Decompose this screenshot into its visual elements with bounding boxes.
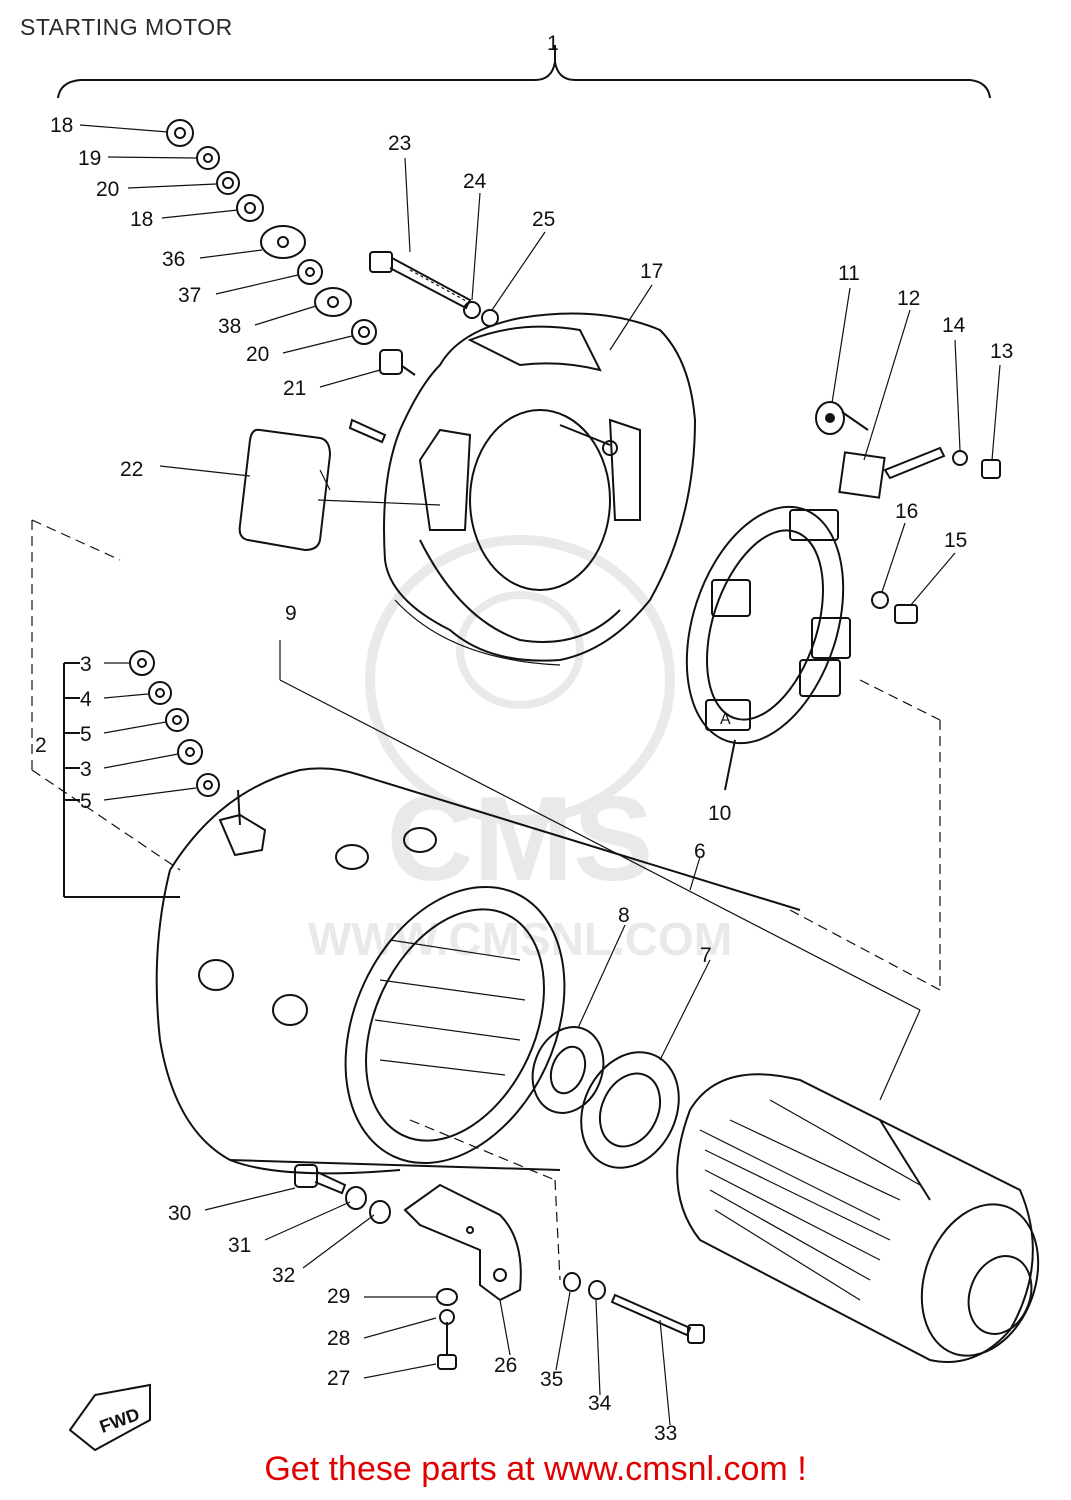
callouts: 1 18 19 20 18 36 37 38 20 21 22 23 24 25… [35,32,1013,1445]
callout-37: 37 [178,284,201,307]
page-title: STARTING MOTOR [20,14,233,40]
callout-8: 8 [618,904,630,927]
mount-bracket-26 [403,1183,522,1302]
bearing-8 [531,1026,605,1114]
through-bolt-23 [369,251,499,327]
callout-22: 22 [120,458,143,481]
callout-36: 36 [162,248,185,271]
bolt-27-stack [436,1288,458,1370]
callout-3-second: 3 [80,758,92,781]
callout-27: 27 [327,1367,350,1390]
callout-20-top: 20 [96,178,119,201]
callout-31: 31 [228,1234,251,1257]
rear-housing [383,312,697,666]
terminal-fastener-stack [166,119,416,376]
callout-6: 6 [694,840,706,863]
callout-30: 30 [168,1202,191,1225]
callout-17: 17 [640,260,663,283]
callout-25: 25 [532,208,555,231]
callout-4: 4 [80,688,92,711]
callout-38: 38 [218,315,241,338]
callout-21: 21 [283,377,306,400]
leader-lines [79,124,1001,1426]
callout-13: 13 [990,340,1013,363]
callout-2: 2 [35,734,47,757]
callout-5-second: 5 [80,790,92,813]
callout-7: 7 [700,944,712,967]
yoke-housing [155,767,801,1175]
fwd-arrow-icon: FWD [68,1383,151,1452]
screw-9 [317,418,441,506]
watermark-url: WWW.CMSNL.COM [308,913,732,965]
fwd-label: FWD [97,1404,142,1437]
brush-holder-plate: A [685,505,851,791]
callout-3-top: 3 [80,653,92,676]
callout-11: 11 [838,262,860,285]
callout-23: 23 [388,132,411,155]
callout-28: 28 [327,1327,350,1350]
bearing-plate-7 [580,1051,680,1169]
callout-26: 26 [494,1354,517,1377]
group-2-bracket [63,662,180,898]
callout-9: 9 [285,602,297,625]
callout-33: 33 [654,1422,677,1445]
footer-link[interactable]: Get these parts at www.cmsnl.com ! [264,1450,807,1488]
callout-1: 1 [547,32,559,55]
watermark-logo: CMS [387,772,654,906]
callout-15: 15 [944,529,967,552]
svg-text:A: A [720,711,731,728]
bolt-30-stack [294,1164,391,1224]
callout-14: 14 [942,314,966,337]
callout-34: 34 [588,1392,612,1415]
bolt-33-stack [563,1272,705,1344]
callout-35: 35 [540,1368,563,1391]
callout-32: 32 [272,1264,295,1287]
brush-parts [815,401,1001,624]
callout-10: 10 [708,802,731,825]
callout-29: 29 [327,1285,350,1308]
callout-5-top: 5 [80,723,92,746]
callout-20-second: 20 [246,343,269,366]
cover-22 [238,428,332,552]
watermark: CMS WWW.CMSNL.COM [308,535,732,965]
armature [676,1073,1040,1363]
assembly-bracket [57,45,991,99]
callout-12: 12 [897,287,920,310]
group-2-fasteners [129,650,220,797]
callout-18-top: 18 [50,114,73,137]
callout-18-second: 18 [130,208,153,231]
callout-19: 19 [78,147,101,170]
callout-24: 24 [463,170,487,193]
callout-16: 16 [895,500,918,523]
